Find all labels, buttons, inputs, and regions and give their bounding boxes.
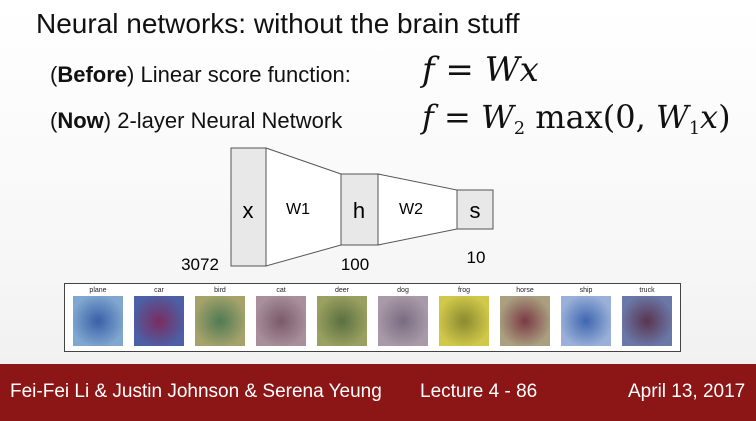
template-ship: ship xyxy=(558,286,614,346)
template-label: ship xyxy=(579,287,593,294)
x-box xyxy=(230,147,267,267)
now-line: (Now) 2-layer Neural Network xyxy=(50,108,343,133)
linear-equation: f = Wx xyxy=(422,50,539,90)
w1-label: W1 xyxy=(286,201,310,218)
template-horse: horse xyxy=(497,286,553,346)
now-label: Now xyxy=(57,108,104,133)
template-image xyxy=(500,296,550,346)
template-label: bird xyxy=(214,287,226,294)
template-dog: dog xyxy=(375,286,431,346)
template-label: horse xyxy=(516,287,534,294)
two-layer-equation: f = W2 max(0, W1x) xyxy=(422,98,731,140)
template-label: plane xyxy=(89,287,107,294)
template-image xyxy=(195,296,245,346)
h-label: h xyxy=(353,198,365,223)
slide-title: Neural networks: without the brain stuff xyxy=(36,8,520,39)
template-image xyxy=(439,296,489,346)
s-label: s xyxy=(470,198,481,223)
w2-label: W2 xyxy=(399,201,423,218)
template-image xyxy=(256,296,306,346)
template-label: cat xyxy=(276,287,286,294)
x-label: x xyxy=(243,198,254,223)
s-box xyxy=(456,189,494,230)
template-cat: cat xyxy=(253,286,309,346)
template-image xyxy=(622,296,672,346)
template-label: car xyxy=(154,287,164,294)
template-image xyxy=(378,296,428,346)
class-templates-strip: plane car bird cat deer dog frog horse ship truck xyxy=(64,283,681,352)
template-car: car xyxy=(131,286,187,346)
dim-h-label: 100 xyxy=(341,255,369,274)
template-label: truck xyxy=(639,287,655,294)
template-image xyxy=(561,296,611,346)
now-text: 2-layer Neural Network xyxy=(117,108,343,133)
template-image xyxy=(134,296,184,346)
footer-date: April 13, 2017 xyxy=(628,381,746,402)
template-truck: truck xyxy=(619,286,675,346)
template-bird: bird xyxy=(192,286,248,346)
before-label: Before xyxy=(57,62,128,87)
template-image xyxy=(317,296,367,346)
network-diagram: x W1 h W2 s 3072 100 10 xyxy=(181,147,494,274)
template-frog: frog xyxy=(436,286,492,346)
template-plane: plane xyxy=(70,286,126,346)
footer-lecture: Lecture 4 - 86 xyxy=(420,381,538,402)
dim-s-label: 10 xyxy=(467,248,486,267)
template-label: dog xyxy=(397,287,409,294)
before-text: Linear score function: xyxy=(140,62,351,87)
dim-x-label: 3072 xyxy=(181,255,219,274)
template-label: deer xyxy=(334,287,349,294)
footer-bar: Fei-Fei Li & Justin Johnson & Serena Yeu… xyxy=(0,364,756,421)
template-image xyxy=(73,296,123,346)
template-deer: deer xyxy=(314,286,370,346)
h-box xyxy=(340,173,379,246)
template-label: frog xyxy=(457,287,471,294)
footer-authors: Fei-Fei Li & Justin Johnson & Serena Yeu… xyxy=(10,381,382,402)
before-line: (Before) Linear score function: xyxy=(50,62,351,87)
